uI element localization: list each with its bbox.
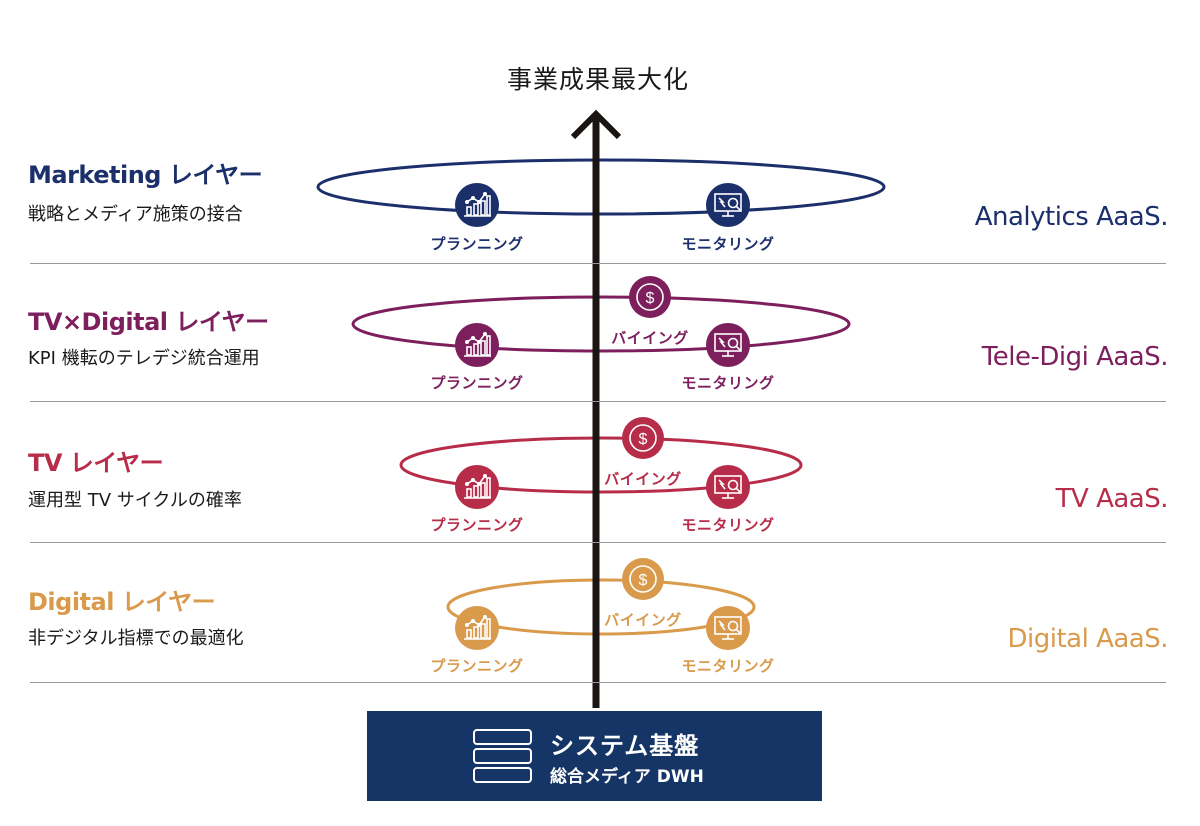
teledigi-aaas-label: Tele-Digi AaaS. — [981, 342, 1169, 372]
marketing-layer-subtitle: 戦略とメディア施策の接合 — [28, 204, 243, 225]
tv-monitoring-icon — [705, 464, 751, 510]
tvdigital-buying-label: バイイング — [611, 329, 689, 347]
tv-planning-label: プランニング — [430, 516, 524, 534]
system-base-title: システム基盤 — [550, 732, 700, 760]
marketing-planning-icon — [454, 182, 500, 228]
layer-divider — [30, 542, 1166, 543]
tv-buying-icon — [621, 416, 665, 460]
digital-monitoring-label: モニタリング — [681, 657, 775, 675]
tvdigital-planning-label: プランニング — [430, 374, 524, 392]
marketing-monitoring-label: モニタリング — [681, 235, 775, 253]
tvdigital-buying-icon — [628, 275, 672, 319]
marketing-monitoring-icon — [705, 182, 751, 228]
layer-divider — [30, 401, 1166, 402]
tv-buying-label: バイイング — [604, 470, 682, 488]
goal-title: 事業成果最大化 — [506, 65, 689, 94]
marketing-cycle-ellipse — [316, 158, 886, 216]
digital-buying-label: バイイング — [604, 611, 682, 629]
growth-arrow-head — [570, 109, 622, 140]
database-stack-icon — [473, 729, 532, 783]
system-base-box — [367, 711, 822, 801]
digital-monitoring-icon — [705, 605, 751, 651]
system-base-subtitle: 総合メディア DWH — [550, 767, 704, 787]
digital-layer-title: Digital レイヤー — [28, 588, 216, 616]
marketing-layer-title: Marketing レイヤー — [28, 161, 263, 189]
marketing-planning-label: プランニング — [430, 235, 524, 253]
tvdigital-layer-title: TV×Digital レイヤー — [28, 308, 269, 336]
layer-divider — [30, 263, 1166, 264]
digital-cycle-ellipse — [446, 578, 756, 636]
layer-divider — [30, 682, 1166, 683]
digital-layer-subtitle: 非デジタル指標での最適化 — [28, 628, 244, 649]
tvdigital-planning-icon — [454, 322, 500, 368]
tv-cycle-ellipse — [399, 436, 803, 494]
digital-aaas-label: Digital AaaS. — [1007, 624, 1168, 654]
tvdigital-cycle-ellipse — [351, 295, 851, 353]
tv-monitoring-label: モニタリング — [681, 516, 775, 534]
tvdigital-layer-subtitle: KPI 機転のテレデジ統合運用 — [28, 348, 260, 369]
tv-layer-subtitle: 運用型 TV サイクルの確率 — [28, 490, 242, 511]
analytics-aaas-label: Analytics AaaS. — [974, 202, 1169, 232]
tv-planning-icon — [454, 464, 500, 510]
tvdigital-monitoring-label: モニタリング — [681, 374, 775, 392]
digital-planning-label: プランニング — [430, 657, 524, 675]
digital-buying-icon — [621, 557, 665, 601]
tvdigital-monitoring-icon — [705, 322, 751, 368]
tv-aaas-label: TV AaaS. — [1055, 484, 1169, 514]
tv-layer-title: TV レイヤー — [28, 449, 164, 477]
digital-planning-icon — [454, 605, 500, 651]
